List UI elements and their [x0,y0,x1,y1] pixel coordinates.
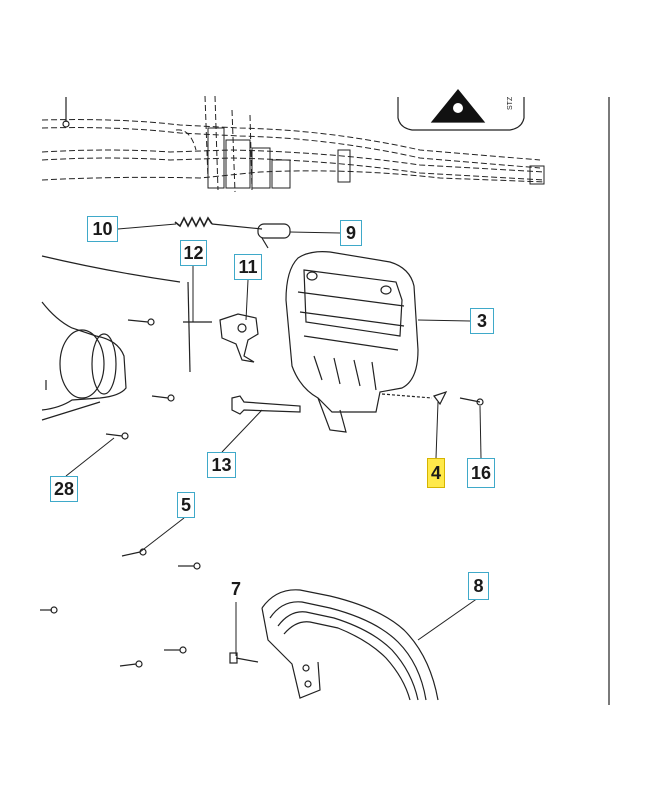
callout-label: 7 [230,578,241,599]
leader-lines [65,223,482,656]
rod-part-12 [183,281,212,373]
callout-label: 16 [470,462,492,483]
top-left-screw [62,97,70,128]
callout-4: 4 [427,458,445,488]
warning-label-plate: STZ [397,89,525,131]
left-housing [41,255,181,421]
screw-part-16 [459,397,484,406]
pin-part-9 [257,223,291,249]
callout-8: 8 [468,572,489,600]
front-handle-part-8 [261,589,439,701]
wiring-harness [41,95,546,193]
callout-3: 3 [470,308,494,334]
callout-16: 16 [467,458,495,488]
callout-label: 3 [476,310,487,331]
shaft-part-13 [231,395,301,415]
handle-part-3 [285,251,419,433]
callout-label: 11 [238,256,258,277]
clip-part-4 [433,390,448,406]
callout-28: 28 [50,476,78,502]
callout-label: 28 [53,478,75,499]
callout-label: 5 [180,494,191,515]
callout-12: 12 [180,240,207,266]
callout-5: 5 [177,492,195,518]
callout-label: 13 [211,454,232,475]
lever-bracket-part-11 [219,313,259,363]
callout-7: 7 [226,576,246,602]
callout-label: 4 [430,462,441,483]
harness-connectors [207,127,545,189]
callout-label: 9 [345,222,356,243]
callout-9: 9 [340,220,362,246]
callout-label: 12 [183,242,204,263]
callout-label: 8 [473,575,484,596]
housing-screws [40,318,259,668]
callout-10: 10 [87,216,118,242]
callout-13: 13 [207,452,236,478]
svg-text:STZ: STZ [507,96,514,110]
assembly-line-handle-clip [381,393,433,399]
callout-label: 10 [92,218,113,239]
spring-part-10 [174,216,263,230]
callout-11: 11 [234,254,262,280]
